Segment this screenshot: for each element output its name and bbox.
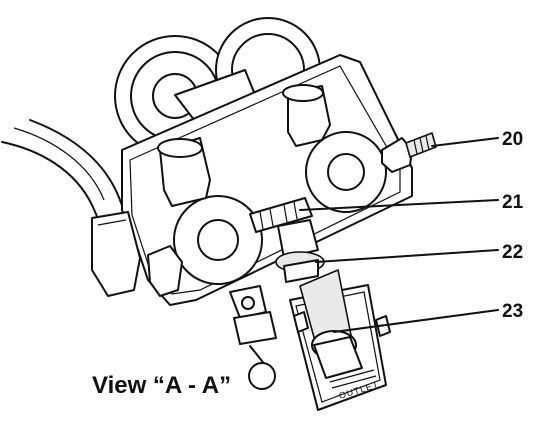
- outlet-coupler-23: OUTLET: [289, 269, 391, 411]
- leader-line-22: [315, 249, 499, 263]
- view-title: View “A - A”: [92, 372, 231, 399]
- gauge-left: [173, 195, 263, 285]
- callout-22: 22: [502, 242, 523, 263]
- leader-line-21: [299, 199, 499, 211]
- callout-23: 23: [502, 301, 523, 322]
- leader-line-23: [333, 309, 499, 333]
- fitting-22: [275, 219, 325, 283]
- fitting-left: [147, 245, 183, 297]
- gauge-right: [305, 131, 387, 213]
- callout-21: 21: [502, 192, 524, 213]
- hex-nut-top-left: [157, 137, 211, 207]
- lower-valve: [229, 285, 277, 390]
- hex-nut-top-right: [282, 84, 331, 147]
- hose-clamp: [91, 211, 141, 297]
- fitting-20: [381, 132, 437, 173]
- leader-line-20: [431, 137, 499, 147]
- callout-20: 20: [502, 129, 523, 150]
- cross-tube-21: [249, 197, 313, 233]
